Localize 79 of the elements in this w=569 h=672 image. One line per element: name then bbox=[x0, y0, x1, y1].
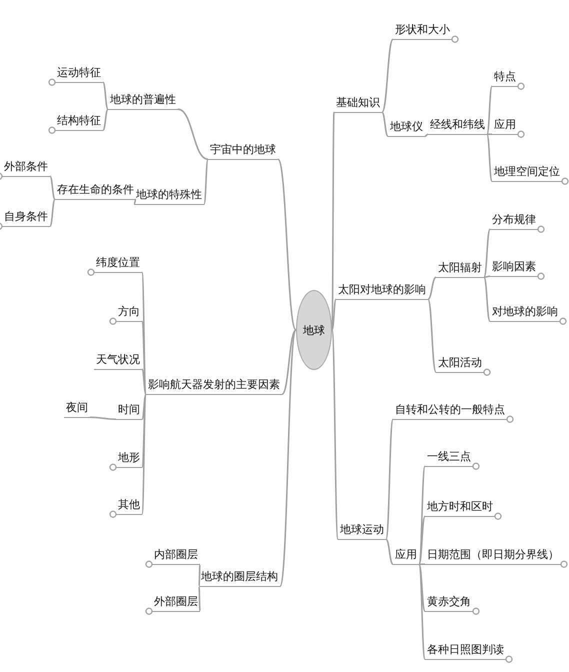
branch-line bbox=[282, 329, 296, 395]
topic-label: 存在生命的条件 bbox=[55, 182, 136, 200]
topic-label: 外部条件 bbox=[2, 159, 50, 177]
topic-label: 其他 bbox=[116, 497, 142, 515]
branch-line bbox=[483, 276, 491, 322]
branch-line bbox=[331, 298, 337, 330]
topic-label: 结构特征 bbox=[55, 113, 103, 131]
branch-line bbox=[141, 394, 147, 420]
branch-line bbox=[381, 38, 394, 113]
topic-label: 应用 bbox=[393, 547, 419, 565]
topic-label: 日期范围（即日期分界线） bbox=[425, 547, 561, 565]
topic-label: 影响航天器发射的主要因素 bbox=[146, 377, 282, 395]
topic-label: 基础知识 bbox=[334, 95, 382, 113]
topic-label: 分布规律 bbox=[490, 212, 538, 230]
topic-label: 自转和公转的一般特点 bbox=[393, 402, 507, 420]
branch-line bbox=[487, 134, 492, 135]
branch-line bbox=[178, 108, 208, 160]
branch-line bbox=[141, 394, 147, 468]
branch-line bbox=[418, 564, 426, 612]
topic-label: 地球运动 bbox=[338, 522, 386, 540]
topic-label: 对地球的影响 bbox=[490, 304, 560, 322]
branch-line bbox=[141, 321, 147, 394]
topic-label: 黄赤交角 bbox=[425, 594, 473, 612]
branch-line bbox=[198, 564, 201, 586]
topic-label: 应用 bbox=[492, 117, 518, 135]
branch-line bbox=[418, 564, 426, 660]
topic-label: 经线和纬线 bbox=[428, 117, 487, 135]
branch-line bbox=[102, 82, 109, 110]
branch-line bbox=[419, 564, 425, 565]
topic-label: 宇宙中的地球 bbox=[208, 142, 278, 160]
topic-label: 天气状况 bbox=[94, 352, 142, 370]
branch-line bbox=[279, 330, 297, 586]
branch-line bbox=[203, 158, 209, 205]
branch-line bbox=[49, 198, 56, 227]
branch-line bbox=[483, 228, 491, 278]
topic-label: 地球的特殊性 bbox=[134, 187, 204, 205]
topic-label: 各种日照图判读 bbox=[425, 642, 506, 660]
branch-line bbox=[418, 466, 426, 564]
topic-label: 时间 bbox=[116, 402, 142, 420]
branch-line bbox=[428, 276, 436, 300]
topic-label: 方向 bbox=[116, 304, 142, 322]
branch-line bbox=[277, 158, 297, 330]
branch-line bbox=[385, 538, 394, 565]
central-topic-ellipse: 地球 bbox=[296, 290, 332, 370]
branch-line bbox=[141, 368, 147, 395]
branch-line bbox=[381, 112, 389, 137]
topic-label: 外部圈层 bbox=[152, 594, 200, 612]
topic-label: 太阳辐射 bbox=[436, 260, 484, 278]
topic-label: 夜间 bbox=[64, 400, 90, 418]
topic-label: 特点 bbox=[492, 69, 518, 87]
topic-label: 运动特征 bbox=[55, 65, 103, 83]
branch-line bbox=[102, 108, 109, 131]
branch-line bbox=[49, 176, 56, 200]
branch-line bbox=[424, 134, 428, 137]
topic-label: 内部圈层 bbox=[152, 547, 200, 565]
topic-label: 地方时和区时 bbox=[425, 499, 495, 517]
branch-line bbox=[486, 86, 493, 135]
topic-label: 地球的普遍性 bbox=[108, 92, 178, 110]
branch-line bbox=[331, 330, 339, 540]
topic-label: 一线三点 bbox=[425, 449, 473, 467]
branch-line bbox=[141, 394, 147, 514]
branch-line bbox=[90, 416, 116, 420]
branch-line bbox=[198, 586, 201, 612]
topic-label: 自身条件 bbox=[2, 209, 50, 227]
branch-line bbox=[484, 276, 490, 278]
branch-line bbox=[486, 134, 493, 182]
branch-line bbox=[427, 298, 437, 373]
topic-label: 地形 bbox=[116, 450, 142, 468]
topic-label: 太阳对地球的影响 bbox=[336, 282, 428, 300]
topic-label: 影响因素 bbox=[490, 259, 538, 277]
topic-label: 太阳活动 bbox=[436, 355, 484, 373]
branch-line bbox=[418, 516, 426, 565]
topic-label: 形状和大小 bbox=[393, 22, 452, 40]
topic-label: 地球的圈层结构 bbox=[199, 569, 280, 587]
topic-label: 地球仪 bbox=[388, 119, 425, 137]
branch-line bbox=[133, 198, 137, 205]
branch-line bbox=[385, 419, 394, 540]
topic-label: 地理空间定位 bbox=[492, 164, 562, 182]
topic-label: 纬度位置 bbox=[94, 255, 142, 273]
